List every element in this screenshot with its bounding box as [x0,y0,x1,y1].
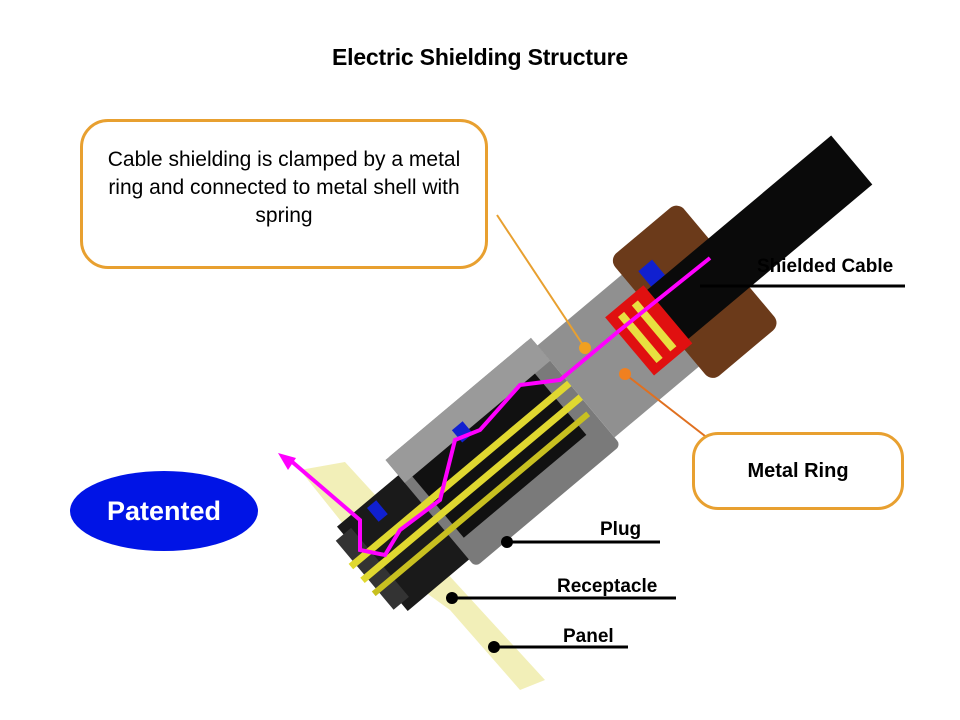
diagram-title: Electric Shielding Structure [331,44,629,70]
label-receptacle: Receptacle [557,576,658,597]
label-shielded-cable: Shielded Cable [757,256,894,277]
label-plug: Plug [600,519,642,540]
shielded-cable [647,135,873,339]
description-callout: Cable shielding is clamped by a metal ri… [80,119,488,269]
label-panel: Panel [563,626,614,647]
current-path [288,256,712,558]
patented-badge: Patented [70,471,258,551]
metal-ring [605,285,693,376]
metal-ring-callout: Metal Ring [692,432,904,510]
contact-pin [348,371,583,570]
patented-text: Patented [106,495,222,526]
metal-ring-text: Metal Ring [747,459,849,482]
contact-pin [371,411,591,597]
description-leader [496,214,586,349]
contact-pin [360,384,595,584]
description-text: Cable shielding is clamped by a metal ri… [107,148,461,227]
current-arrow-head [278,453,296,470]
ring-leader [624,373,706,437]
